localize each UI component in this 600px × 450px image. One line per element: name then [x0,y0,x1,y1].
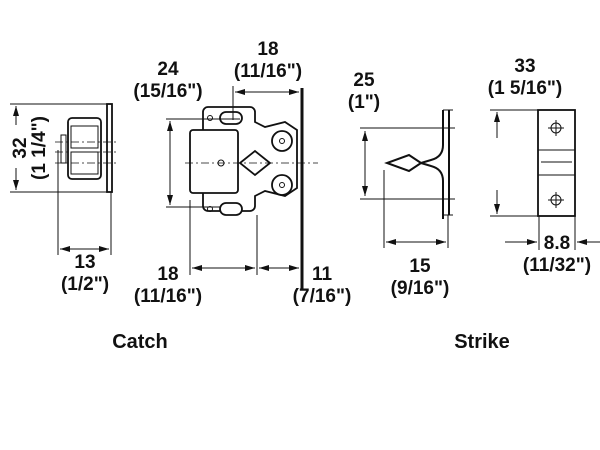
strike-side-view [360,109,455,248]
strike-height-mm: 33 [514,56,535,77]
catch-top-mm: 18 [257,39,278,60]
catch-front-view [166,86,318,290]
strike-span-in: (1") [348,92,380,113]
strike-span-mm: 25 [353,70,375,91]
strike-front-view [490,109,600,250]
catch-offset-mm: 11 [312,264,333,285]
catch-depth-in: (1/2") [61,274,109,295]
strike-width-in: (11/32") [523,255,591,276]
strike-depth-mm: 15 [409,256,431,277]
catch-depth-mm: 13 [74,252,95,273]
catch-height-mm: 32 [10,137,31,158]
strike-caption: Strike [454,331,510,353]
catch-offset-in: (7/16") [293,286,352,307]
strike-height-in: (1 5/16") [488,78,563,99]
catch-hole-span-mm: 24 [157,59,179,80]
strike-depth-in: (9/16") [391,278,450,299]
catch-bottom-mm: 18 [157,264,178,285]
strike-width-mm: 8.8 [544,233,570,254]
catch-side-view [10,103,118,255]
catch-bottom-in: (11/16") [134,286,202,307]
catch-caption: Catch [112,331,168,353]
catch-top-in: (11/16") [234,61,302,82]
catch-height-in: (1 1/4") [29,116,50,180]
catch-hole-span-in: (15/16") [133,81,202,102]
